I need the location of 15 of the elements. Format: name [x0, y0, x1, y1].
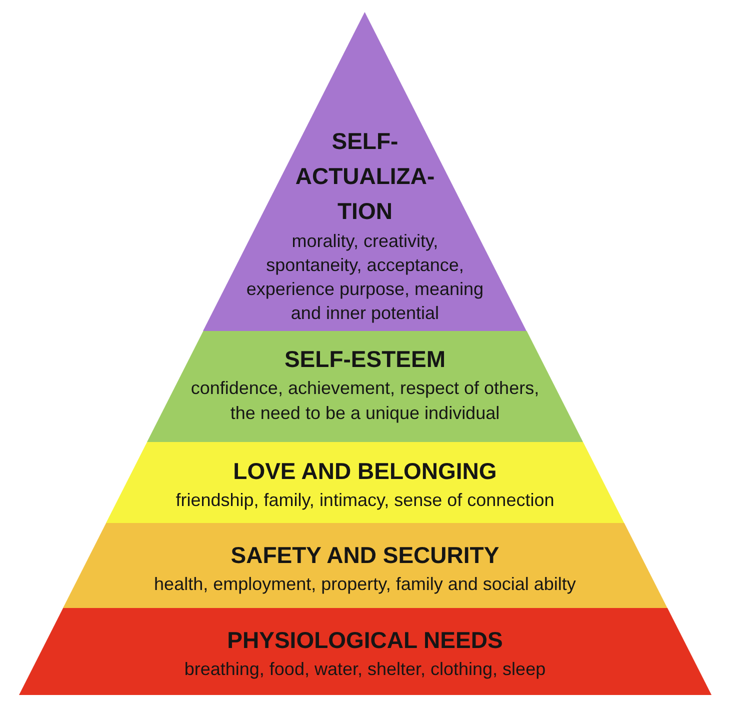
tier-description: confidence, achievement, respect of others, the need to be a unique individual	[190, 377, 540, 425]
pyramid-tier	[146, 331, 583, 442]
tier-heading: LOVE AND BELONGING	[232, 457, 498, 486]
pyramid-tier	[18, 608, 712, 695]
tier-heading: SELF- ACTUALIZA- TION	[294, 127, 436, 226]
tier-heading: SELF-ESTEEM	[283, 345, 446, 374]
pyramid-tier	[106, 442, 624, 523]
tier-description: breathing, food, water, shelter, clothing, sleep	[183, 658, 547, 681]
pyramid-tier	[62, 523, 668, 608]
pyramid-tier	[203, 12, 527, 331]
tier-description: health, employment, property, family and social abilty	[153, 573, 577, 596]
tier-heading: PHYSIOLOGICAL NEEDS	[226, 626, 504, 655]
tier-heading: SAFETY AND SECURITY	[230, 541, 500, 570]
tier-description: friendship, family, intimacy, sense of connection	[174, 489, 556, 512]
tier-description: morality, creativity, spontaneity, acceptance, experience purpose, meaning and inner potential	[245, 230, 485, 325]
